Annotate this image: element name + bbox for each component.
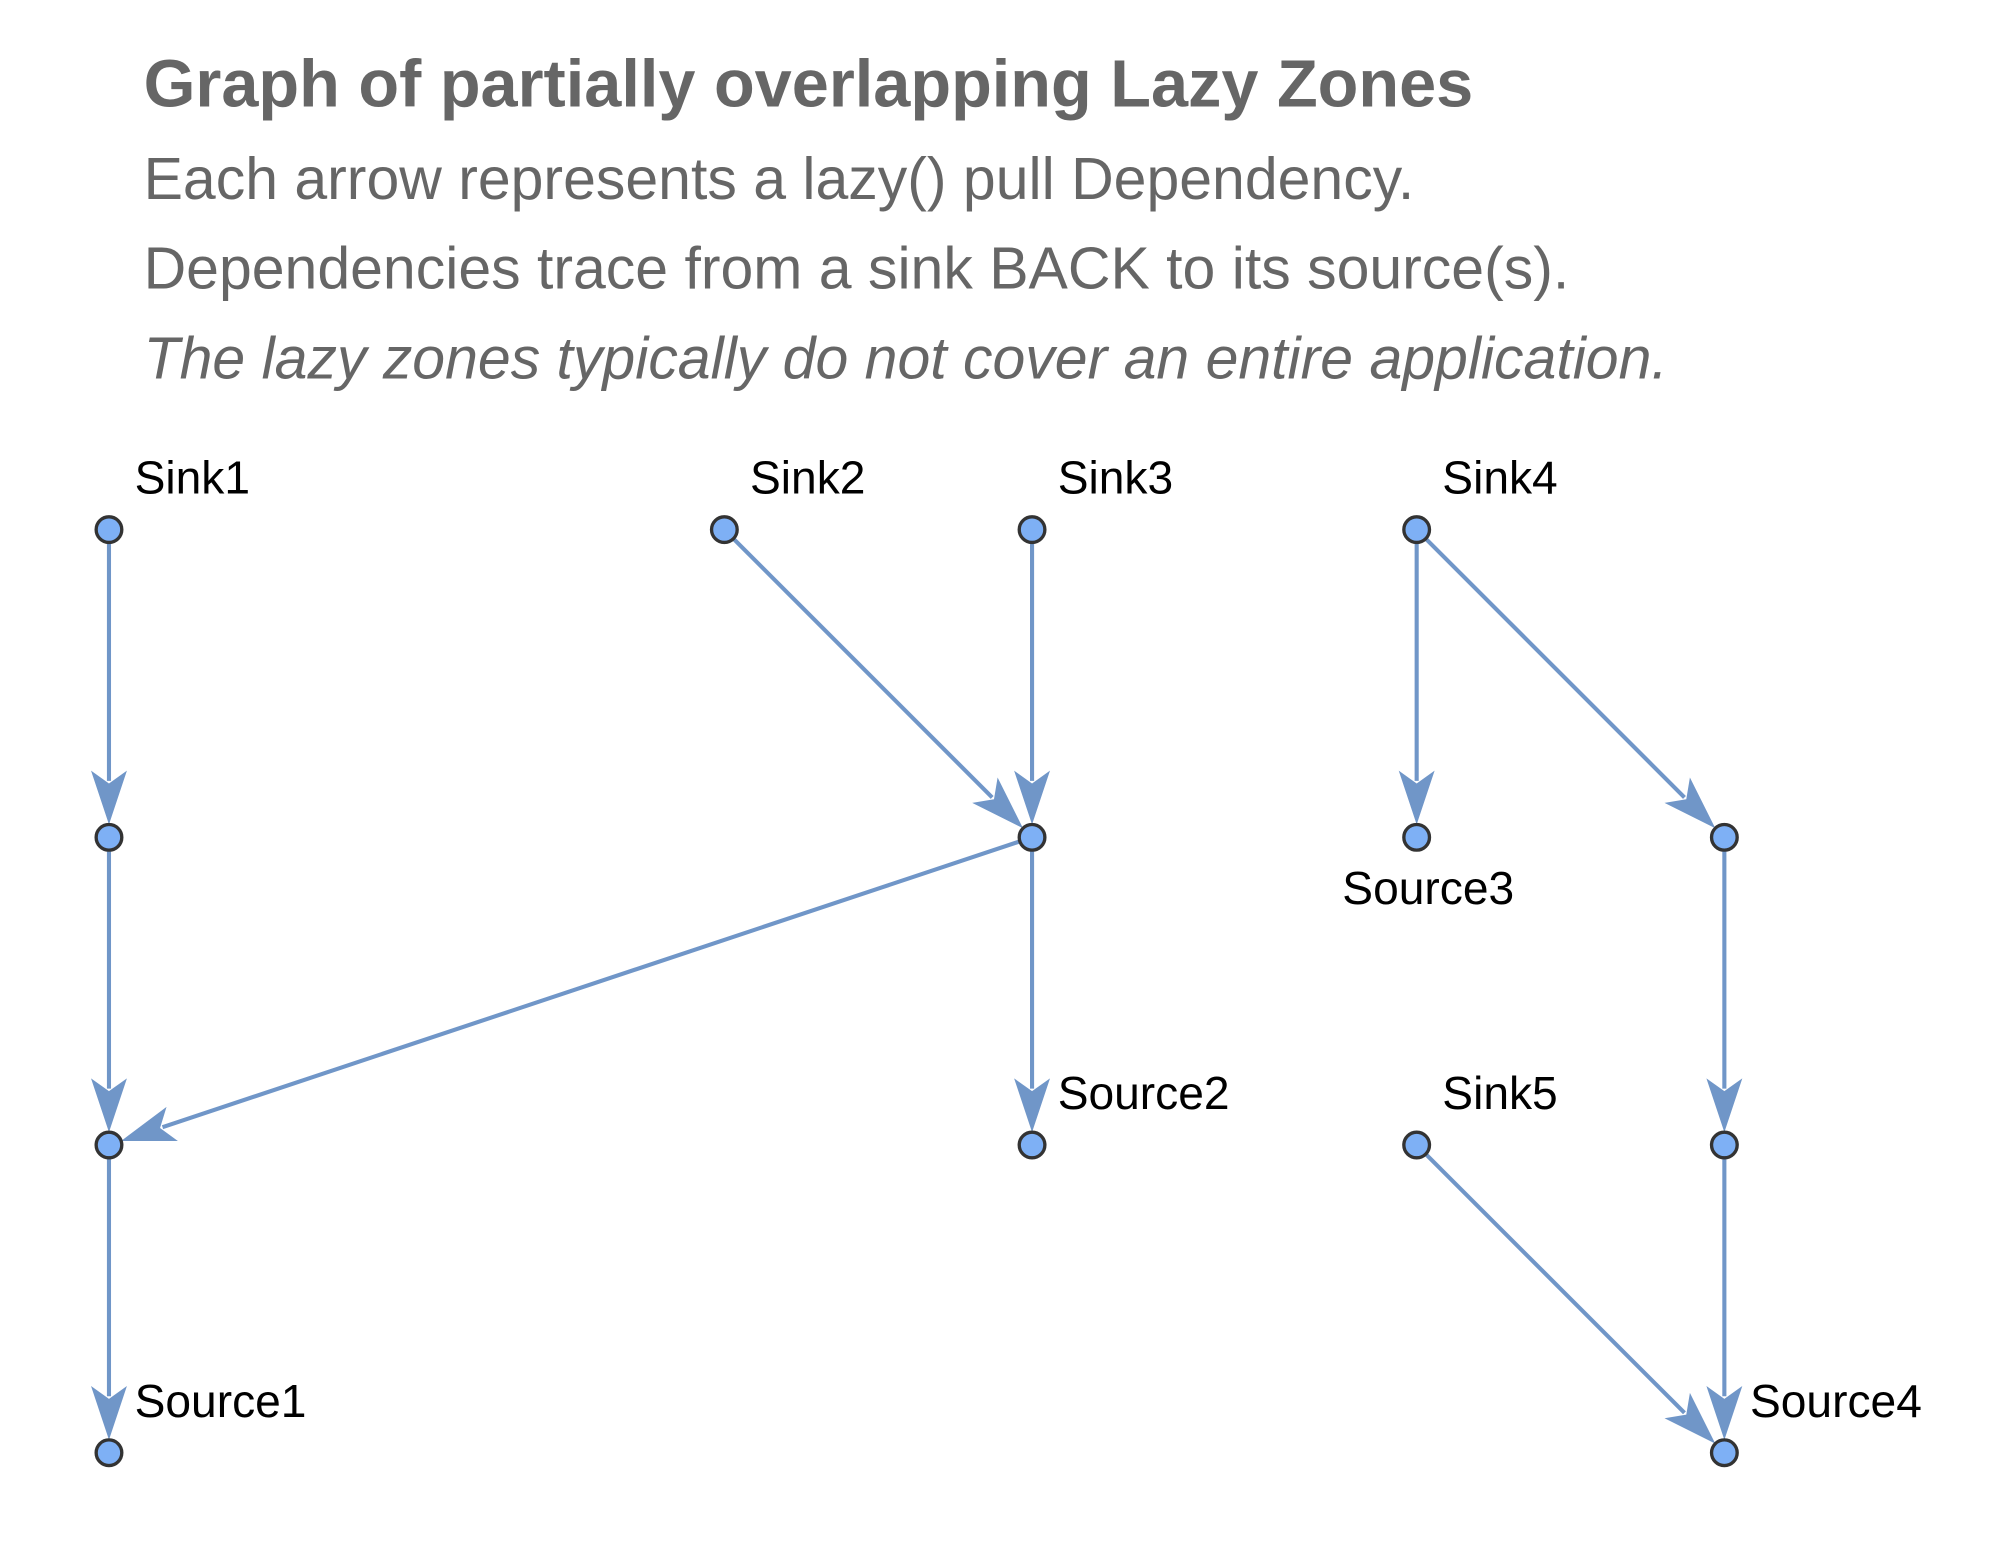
node-label-sink1: Sink1 bbox=[135, 452, 250, 504]
graph-node-source1 bbox=[94, 1438, 124, 1468]
node-label-source4: Source4 bbox=[1750, 1375, 1922, 1427]
arrowhead-icon bbox=[91, 1386, 127, 1440]
graph-node-n2 bbox=[94, 822, 124, 852]
arrowhead-icon bbox=[1014, 1078, 1050, 1133]
node-label-sink4: Sink4 bbox=[1442, 452, 1557, 504]
arrowhead-icon bbox=[1706, 1078, 1743, 1133]
graph-node-n12 bbox=[1709, 1130, 1739, 1160]
graph-node-n3 bbox=[94, 1130, 124, 1160]
arrowhead-icon bbox=[1014, 770, 1050, 825]
arrowhead-icon bbox=[91, 770, 127, 825]
arrowhead-icon bbox=[1664, 777, 1716, 829]
node-label-source2: Source2 bbox=[1058, 1067, 1230, 1119]
diagram-title: Graph of partially overlapping Lazy Zone… bbox=[144, 48, 1474, 122]
arrowhead-icon bbox=[1664, 1392, 1716, 1444]
dependency-edge-n9-n11 bbox=[1424, 537, 1686, 799]
node-label-sink3: Sink3 bbox=[1058, 452, 1173, 504]
graph-node-source3 bbox=[1402, 822, 1432, 852]
dependency-edge-n14-n13 bbox=[1424, 1152, 1686, 1415]
dependency-edge-n5-n7 bbox=[731, 537, 994, 799]
graph-node-sink4 bbox=[1402, 515, 1432, 545]
graph-node-sink1 bbox=[94, 515, 124, 545]
node-label-source3: Source3 bbox=[1342, 862, 1514, 914]
graph-node-sink3 bbox=[1017, 515, 1047, 545]
arrowhead-icon bbox=[1398, 770, 1435, 825]
subtitle-line-1: Each arrow represents a lazy() pull Depe… bbox=[144, 147, 1415, 212]
node-label-sink5: Sink5 bbox=[1442, 1067, 1557, 1119]
graph-node-sink2 bbox=[709, 515, 739, 545]
graph-node-n7 bbox=[1017, 822, 1047, 852]
graph-node-n11 bbox=[1709, 822, 1739, 852]
graph-node-source2 bbox=[1017, 1130, 1047, 1160]
dependency-edge-n7-n3 bbox=[161, 839, 1021, 1130]
arrowhead-icon bbox=[91, 1078, 127, 1133]
graph-node-sink5 bbox=[1402, 1130, 1432, 1160]
subtitle-italic-line: The lazy zones typically do not cover an… bbox=[144, 326, 1668, 391]
graph-node-source4 bbox=[1709, 1438, 1739, 1468]
arrowhead-icon bbox=[1706, 1386, 1743, 1440]
arrowhead-icon bbox=[972, 777, 1023, 829]
arrowhead-icon bbox=[121, 1106, 178, 1141]
edges bbox=[91, 537, 1743, 1444]
node-label-sink2: Sink2 bbox=[750, 452, 865, 504]
node-label-source1: Source1 bbox=[135, 1375, 307, 1427]
subtitle-line-2: Dependencies trace from a sink BACK to i… bbox=[144, 237, 1570, 302]
